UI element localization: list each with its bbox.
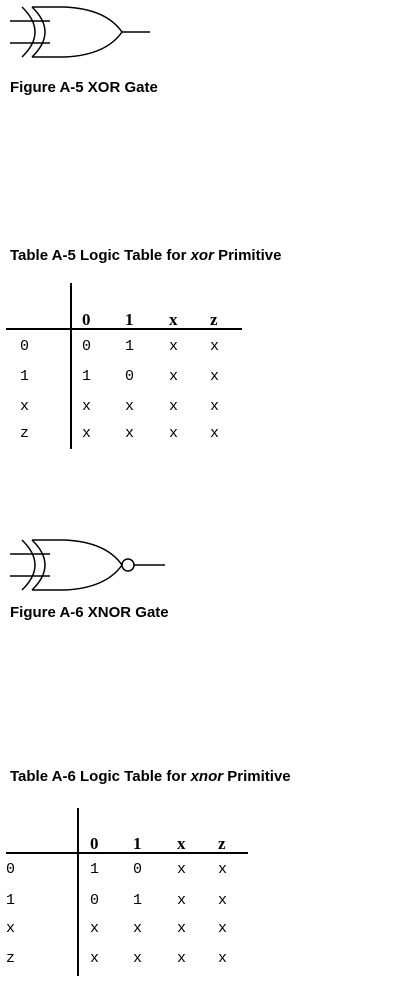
table-horizontal-rule: [6, 852, 248, 854]
caption-suffix: Primitive: [223, 768, 291, 785]
caption-prefix: Table A-6 Logic Table for: [10, 768, 191, 785]
table-cell: x: [169, 425, 179, 442]
table-cell: x: [169, 338, 179, 355]
caption-italic: xor: [190, 247, 214, 264]
table-cell: x: [218, 950, 228, 967]
table-cell: x: [82, 398, 92, 415]
row-label: 0: [6, 861, 16, 878]
xor-gate-symbol: [10, 6, 150, 58]
table-cell: x: [125, 425, 135, 442]
table-cell: x: [125, 398, 135, 415]
table-cell: x: [218, 861, 228, 878]
table-cell: x: [169, 398, 179, 415]
column-header: z: [218, 834, 226, 853]
table-cell: 0: [90, 892, 100, 909]
column-header: 1: [133, 834, 142, 853]
row-label: z: [6, 950, 16, 967]
table-cell: x: [210, 425, 220, 442]
column-header: 0: [82, 310, 91, 329]
column-header: 1: [125, 310, 134, 329]
figure-xor-caption: Figure A-5 XOR Gate: [10, 79, 158, 96]
row-label: 0: [20, 338, 30, 355]
table-vertical-rule: [70, 283, 72, 449]
column-header: x: [169, 310, 178, 329]
table-cell: x: [169, 368, 179, 385]
table-cell: x: [90, 950, 100, 967]
table-cell: 1: [90, 861, 100, 878]
table-cell: x: [210, 398, 220, 415]
column-header: x: [177, 834, 186, 853]
row-label: 1: [20, 368, 30, 385]
caption-suffix: Primitive: [213, 247, 282, 264]
table-cell: 1: [82, 368, 92, 385]
caption-prefix: Table A-5 Logic Table for: [10, 247, 191, 264]
table-xnor-caption: Table A-6 Logic Table for xnor Primitive: [10, 768, 291, 785]
table-cell: 0: [82, 338, 92, 355]
table-cell: x: [133, 950, 143, 967]
table-cell: 0: [133, 861, 143, 878]
table-cell: x: [177, 950, 187, 967]
table-horizontal-rule: [6, 328, 242, 330]
table-cell: x: [177, 861, 187, 878]
xnor-gate-symbol: [10, 539, 165, 591]
column-header: z: [210, 310, 218, 329]
row-label: 1: [6, 892, 16, 909]
table-cell: 1: [133, 892, 143, 909]
table-cell: x: [82, 425, 92, 442]
table-cell: x: [177, 920, 187, 937]
table-cell: x: [90, 920, 100, 937]
table-cell: x: [218, 920, 228, 937]
table-cell: 1: [125, 338, 135, 355]
caption-italic: xnor: [190, 768, 224, 785]
table-cell: x: [177, 892, 187, 909]
figure-xnor-caption: Figure A-6 XNOR Gate: [10, 604, 169, 621]
table-cell: 0: [125, 368, 135, 385]
row-label: x: [6, 920, 16, 937]
row-label: x: [20, 398, 30, 415]
table-vertical-rule: [77, 808, 79, 976]
xnor-logic-table: 0 1 x z 0 1 0 x x 1 0 1 x x x x x x x z …: [0, 808, 255, 978]
table-cell: x: [210, 368, 220, 385]
table-cell: x: [218, 892, 228, 909]
row-label: z: [20, 425, 30, 442]
xor-logic-table: 0 1 x z 0 0 1 x x 1 1 0 x x x x x x x z …: [0, 283, 250, 453]
table-xor-caption: Table A-5 Logic Table for xor Primitive: [10, 247, 281, 264]
table-cell: x: [210, 338, 220, 355]
column-header: 0: [90, 834, 99, 853]
table-cell: x: [133, 920, 143, 937]
